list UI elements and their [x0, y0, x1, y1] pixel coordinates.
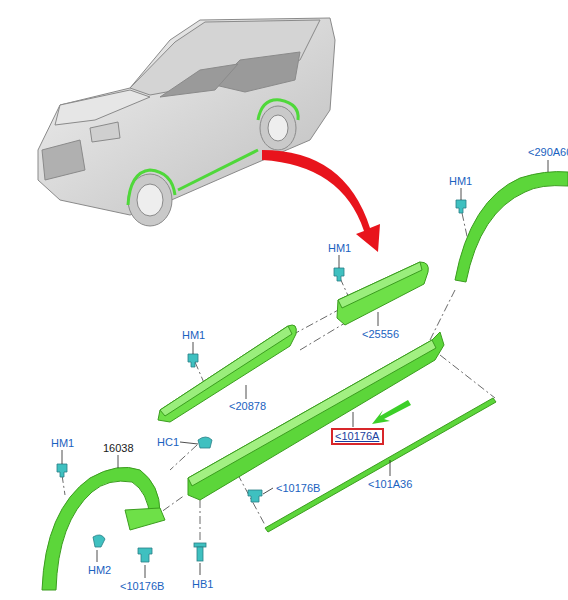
callout-number: 16038	[103, 442, 134, 455]
callout-number: HM2	[88, 564, 111, 577]
push-pin	[194, 543, 206, 561]
callout-number: HC1	[157, 436, 179, 449]
callout-number: <25556	[362, 328, 399, 341]
pointer-arrow	[262, 150, 380, 252]
assembly-lines	[62, 213, 495, 545]
callout-number: <20878	[229, 400, 266, 413]
callout-number: <10176B	[120, 580, 164, 593]
callout-number: HM1	[51, 437, 74, 450]
callout-number: HM1	[328, 242, 351, 255]
part-number: <10176A	[335, 430, 380, 443]
callout-number: <290A60	[528, 146, 568, 159]
callout-number: HM1	[449, 175, 472, 188]
leader-lines	[62, 160, 548, 578]
green-pointer	[372, 400, 411, 424]
callout-number: HB1	[192, 578, 213, 591]
highlight-box: <10176A	[331, 428, 384, 445]
callout-number: <101A36	[368, 478, 412, 491]
vehicle-view	[38, 18, 335, 226]
clips	[57, 200, 466, 562]
callout-number: <10176B	[276, 482, 320, 495]
green-parts	[42, 172, 568, 590]
callout-number: HM1	[182, 329, 205, 342]
